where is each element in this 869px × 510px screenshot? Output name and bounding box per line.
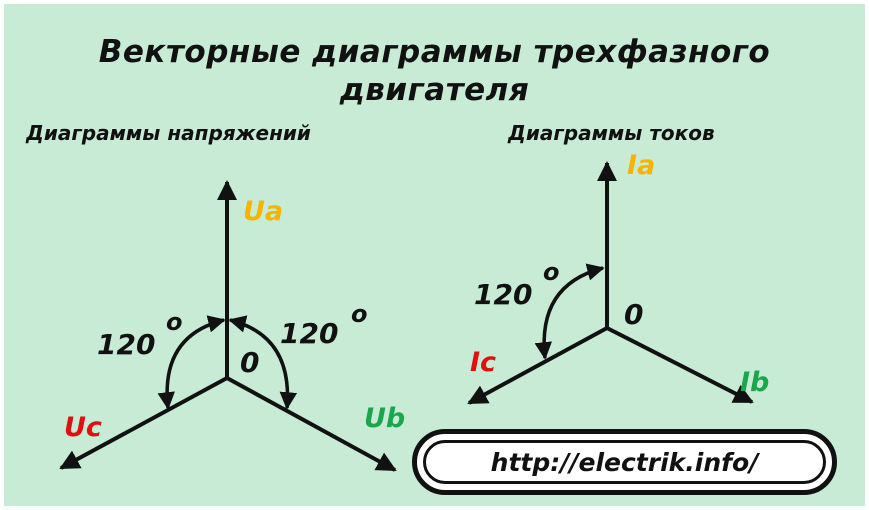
voltage-vectors bbox=[59, 180, 397, 472]
voltage-angle-right-degree: o bbox=[351, 300, 368, 328]
current-vectors bbox=[467, 161, 754, 405]
voltage-angle-arc-right bbox=[228, 315, 298, 410]
voltage-angle-arc-left bbox=[157, 315, 226, 410]
voltage-angle-left-value: 120 bbox=[97, 328, 156, 361]
url-text[interactable]: http://electrik.info/ bbox=[423, 440, 826, 484]
title-line-1: Векторные диаграммы трехфазного bbox=[98, 34, 771, 70]
current-origin-label: 0 bbox=[624, 298, 644, 331]
title-line-2: двигателя bbox=[339, 72, 530, 108]
voltage-origin-label: 0 bbox=[240, 346, 260, 379]
ua-label: Ua bbox=[243, 196, 284, 227]
voltage-diagram-subtitle: Диаграммы напряжений bbox=[26, 121, 311, 145]
current-angle-arc bbox=[534, 263, 605, 360]
ia-label: Ia bbox=[627, 150, 656, 181]
ic-label: Ic bbox=[470, 347, 497, 378]
voltage-angle-right-value: 120 bbox=[280, 317, 339, 350]
ib-vector bbox=[606, 326, 754, 404]
current-angle-degree: o bbox=[543, 258, 560, 286]
uc-label: Uc bbox=[64, 412, 102, 443]
current-angle-value: 120 bbox=[474, 278, 533, 311]
ib-label: Ib bbox=[740, 367, 770, 398]
url-banner: http://electrik.info/ bbox=[412, 429, 837, 495]
current-diagram-subtitle: Диаграммы токов bbox=[508, 121, 715, 145]
voltage-angle-left-degree: o bbox=[166, 308, 183, 336]
ub-label: Ub bbox=[364, 403, 406, 434]
